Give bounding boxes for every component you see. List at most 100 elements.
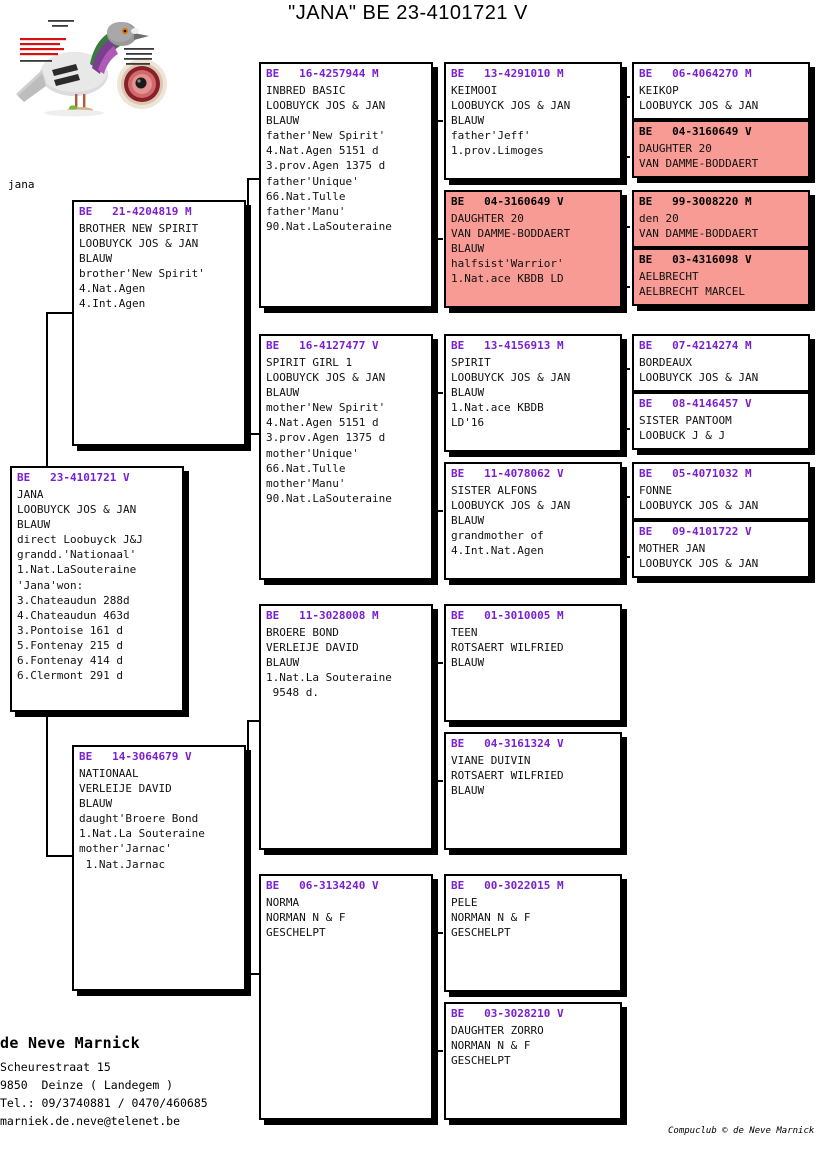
pedigree-box-gen3-1[interactable]: BE 16-4127477 V SPIRIT GIRL 1 LOOBUYCK J…: [259, 334, 433, 580]
connector-line: [46, 712, 48, 857]
breeder-address: Scheurestraat 15 9850 Deinze ( Landegem …: [0, 1060, 208, 1128]
pedigree-box-gen5-6[interactable]: BE 05-4071032 M FONNE LOOBUYCK JOS & JAN: [632, 462, 810, 520]
pedigree-details: TEEN ROTSAERT WILFRIED BLAUW: [451, 626, 564, 670]
connector-line: [247, 720, 259, 722]
pedigree-box-gen4-7[interactable]: BE 03-3028210 V DAUGHTER ZORRO NORMAN N …: [444, 1002, 622, 1120]
pedigree-box-gen5-3[interactable]: BE 03-4316098 V AELBRECHT AELBRECHT MARC…: [632, 248, 810, 306]
ring-number: BE 06-4064270 M: [639, 67, 752, 80]
connector-line: [433, 1050, 443, 1052]
pedigree-details: SPIRIT LOOBUYCK JOS & JAN BLAUW 1.Nat.ac…: [451, 356, 571, 430]
connector-line: [46, 312, 72, 314]
connector-line: [620, 368, 630, 370]
connector-line: [247, 433, 259, 435]
pedigree-box-gen2-1[interactable]: BE 14-3064679 V NATIONAAL VERLEIJE DAVID…: [72, 745, 246, 991]
ring-number: BE 99-3008220 M: [639, 195, 752, 208]
pedigree-details: KEIMOOI LOOBUYCK JOS & JAN BLAUW father'…: [451, 84, 571, 158]
page-title: "JANA" BE 23-4101721 V: [288, 2, 528, 24]
connector-line: [433, 120, 443, 122]
pedigree-details: PELE NORMAN N & F GESCHELPT: [451, 896, 531, 940]
ring-number: BE 09-4101722 V: [639, 525, 752, 538]
pedigree-details: JANA LOOBUYCK JOS & JAN BLAUW direct Loo…: [17, 488, 143, 683]
connector-line: [433, 238, 443, 240]
connector-line: [46, 312, 48, 472]
ring-number: BE 21-4204819 M: [79, 205, 192, 218]
connector-line: [433, 662, 443, 664]
ring-number: BE 07-4214274 M: [639, 339, 752, 352]
pedigree-box-gen5-1[interactable]: BE 04-3160649 V DAUGHTER 20 VAN DAMME-BO…: [632, 120, 810, 178]
connector-line: [247, 720, 249, 975]
ring-number: BE 16-4257944 M: [266, 67, 379, 80]
ring-number: BE 00-3022015 M: [451, 879, 564, 892]
pedigree-box-gen5-4[interactable]: BE 07-4214274 M BORDEAUX LOOBUYCK JOS & …: [632, 334, 810, 392]
ring-number: BE 06-3134240 V: [266, 879, 379, 892]
pedigree-details: SISTER ALFONS LOOBUYCK JOS & JAN BLAUW g…: [451, 484, 571, 558]
pedigree-box-gen5-0[interactable]: BE 06-4064270 M KEIKOP LOOBUYCK JOS & JA…: [632, 62, 810, 120]
ring-number: BE 23-4101721 V: [17, 471, 130, 484]
connector-line: [433, 932, 435, 1052]
pedigree-details: den 20 VAN DAMME-BODDAERT: [639, 212, 759, 241]
pedigree-box-gen5-7[interactable]: BE 09-4101722 V MOTHER JAN LOOBUYCK JOS …: [632, 520, 810, 578]
ring-number: BE 13-4156913 M: [451, 339, 564, 352]
connector-line: [247, 178, 259, 180]
pedigree-box-gen4-2[interactable]: BE 13-4156913 M SPIRIT LOOBUYCK JOS & JA…: [444, 334, 622, 452]
photo-caption: jana: [8, 178, 35, 191]
pedigree-details: MOTHER JAN LOOBUYCK JOS & JAN: [639, 542, 759, 571]
pedigree-box-gen3-3[interactable]: BE 06-3134240 V NORMA NORMAN N & F GESCH…: [259, 874, 433, 1120]
ring-number: BE 08-4146457 V: [639, 397, 752, 410]
pedigree-details: SISTER PANTOOM LOOBUCK J & J: [639, 414, 732, 443]
pedigree-details: FONNE LOOBUYCK JOS & JAN: [639, 484, 759, 513]
pedigree-box-gen4-6[interactable]: BE 00-3022015 M PELE NORMAN N & F GESCHE…: [444, 874, 622, 992]
ring-number: BE 13-4291010 M: [451, 67, 564, 80]
ring-number: BE 04-3160649 V: [639, 125, 752, 138]
pedigree-details: AELBRECHT AELBRECHT MARCEL: [639, 270, 745, 299]
ring-number: BE 04-3161324 V: [451, 737, 564, 750]
connector-line: [620, 226, 630, 228]
breeder-name: de Neve Marnick: [0, 1034, 140, 1052]
ring-number: BE 03-3028210 V: [451, 1007, 564, 1020]
connector-line: [46, 855, 72, 857]
pedigree-box-gen5-2[interactable]: BE 99-3008220 M den 20 VAN DAMME-BODDAER…: [632, 190, 810, 248]
pedigree-box-subject[interactable]: BE 23-4101721 V JANA LOOBUYCK JOS & JAN …: [10, 466, 184, 712]
pedigree-details: KEIKOP LOOBUYCK JOS & JAN: [639, 84, 759, 113]
connector-line: [620, 496, 630, 498]
pedigree-box-gen4-5[interactable]: BE 04-3161324 V VIANE DUIVIN ROTSAERT WI…: [444, 732, 622, 850]
pedigree-details: DAUGHTER ZORRO NORMAN N & F GESCHELPT: [451, 1024, 544, 1068]
pedigree-box-gen4-1[interactable]: BE 04-3160649 V DAUGHTER 20 VAN DAMME-BO…: [444, 190, 622, 308]
pedigree-details: BROERE BOND VERLEIJE DAVID BLAUW 1.Nat.L…: [266, 626, 392, 700]
connector-line: [433, 932, 443, 934]
ring-number: BE 11-3028008 M: [266, 609, 379, 622]
connector-line: [433, 120, 435, 240]
pedigree-box-gen4-3[interactable]: BE 11-4078062 V SISTER ALFONS LOOBUYCK J…: [444, 462, 622, 580]
pigeon-photo: [12, 12, 172, 124]
pedigree-details: BROTHER NEW SPIRIT LOOBUYCK JOS & JAN BL…: [79, 222, 205, 311]
pedigree-box-gen3-2[interactable]: BE 11-3028008 M BROERE BOND VERLEIJE DAV…: [259, 604, 433, 850]
connector-line: [620, 156, 630, 158]
pedigree-box-gen4-4[interactable]: BE 01-3010005 M TEEN ROTSAERT WILFRIED B…: [444, 604, 622, 722]
pedigree-details: NORMA NORMAN N & F GESCHELPT: [266, 896, 346, 940]
connector-line: [620, 286, 630, 288]
pedigree-details: DAUGHTER 20 VAN DAMME-BODDAERT: [639, 142, 759, 171]
pedigree-box-gen2-0[interactable]: BE 21-4204819 M BROTHER NEW SPIRIT LOOBU…: [72, 200, 246, 446]
connector-line: [620, 428, 630, 430]
ring-number: BE 11-4078062 V: [451, 467, 564, 480]
ring-number: BE 14-3064679 V: [79, 750, 192, 763]
pedigree-box-gen3-0[interactable]: BE 16-4257944 M INBRED BASIC LOOBUYCK JO…: [259, 62, 433, 308]
pedigree-details: BORDEAUX LOOBUYCK JOS & JAN: [639, 356, 759, 385]
connector-line: [247, 178, 249, 435]
pedigree-details: VIANE DUIVIN ROTSAERT WILFRIED BLAUW: [451, 754, 564, 798]
pedigree-box-gen4-0[interactable]: BE 13-4291010 M KEIMOOI LOOBUYCK JOS & J…: [444, 62, 622, 180]
connector-line: [433, 392, 443, 394]
pedigree-details: DAUGHTER 20 VAN DAMME-BODDAERT BLAUW hal…: [451, 212, 571, 286]
connector-line: [247, 973, 259, 975]
connector-line: [433, 510, 443, 512]
ring-number: BE 01-3010005 M: [451, 609, 564, 622]
ring-number: BE 04-3160649 V: [451, 195, 564, 208]
ring-number: BE 16-4127477 V: [266, 339, 379, 352]
ring-number: BE 03-4316098 V: [639, 253, 752, 266]
pedigree-box-gen5-5[interactable]: BE 08-4146457 V SISTER PANTOOM LOOBUCK J…: [632, 392, 810, 450]
ring-number: BE 05-4071032 M: [639, 467, 752, 480]
pedigree-details: SPIRIT GIRL 1 LOOBUYCK JOS & JAN BLAUW m…: [266, 356, 392, 505]
connector-line: [620, 96, 630, 98]
pedigree-details: NATIONAAL VERLEIJE DAVID BLAUW daught'Br…: [79, 767, 205, 871]
connector-line: [433, 780, 443, 782]
